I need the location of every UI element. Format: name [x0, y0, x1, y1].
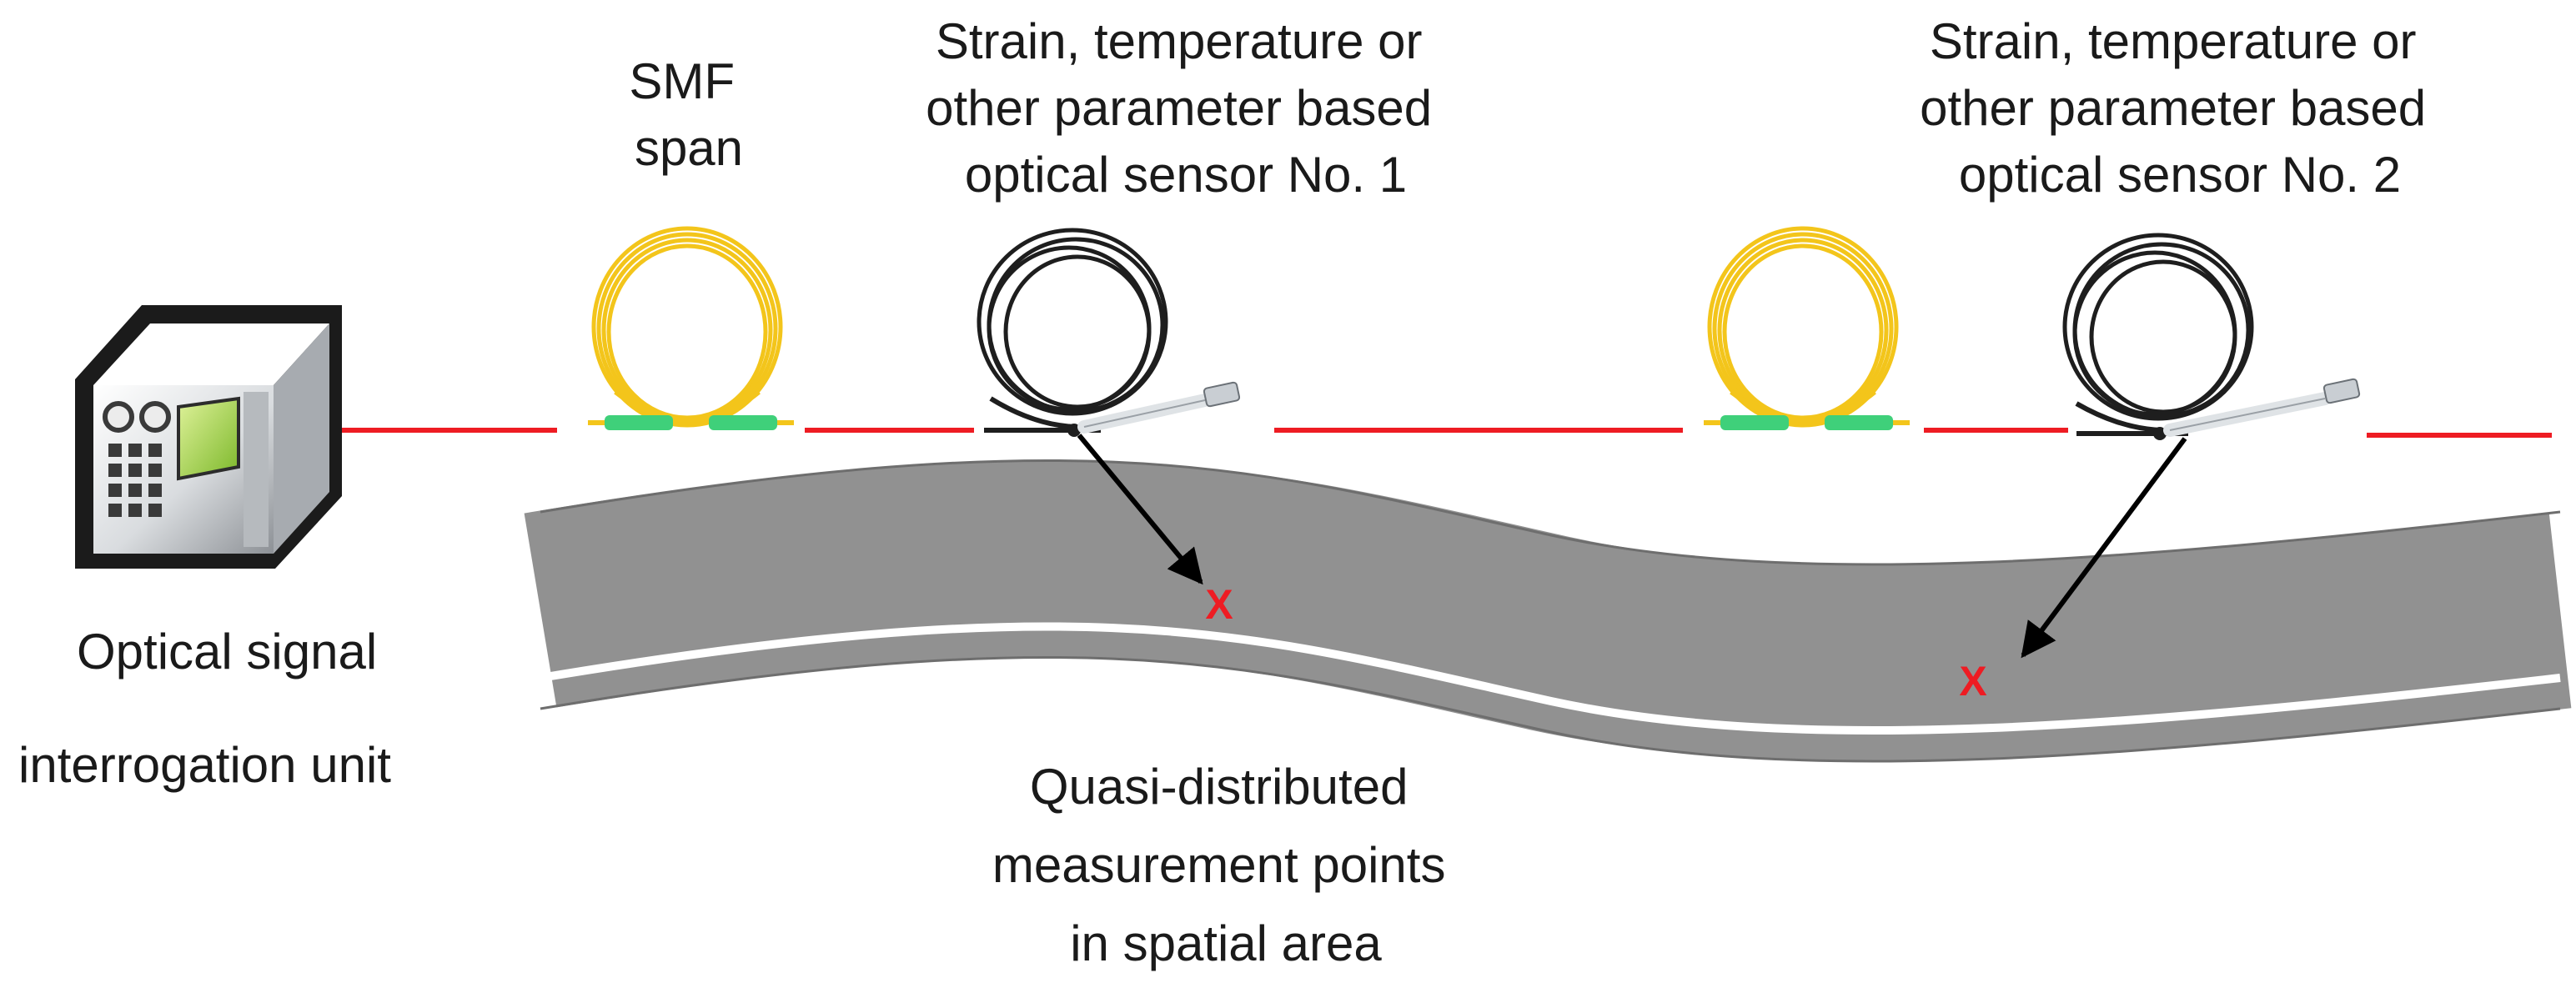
sensor-1-arrow: [1077, 434, 1203, 585]
sensor-coil-icon: [977, 228, 1241, 437]
smf-connector-icon: [709, 415, 777, 430]
sensor-coil-icon: [2062, 233, 2361, 440]
unit-label: Optical signal interrogation unit: [18, 624, 391, 793]
unit-label-line: interrogation unit: [18, 737, 391, 793]
unit-knob-left-icon: [103, 401, 134, 433]
smf-connector-icon: [1825, 415, 1893, 430]
sensor-1-label: Strain, temperature or other parameter b…: [926, 13, 1446, 203]
sensor-2-label-line: other parameter based: [1920, 80, 2426, 136]
measurement-points-label-line: measurement points: [992, 837, 1446, 893]
measurement-points-label-line: in spatial area: [1070, 915, 1382, 971]
smf-connector-icon: [605, 415, 673, 430]
sensor-1-label-line: optical sensor No. 1: [965, 147, 1407, 203]
fiber-link: [342, 428, 2552, 438]
smf-span-label-line: span: [635, 120, 743, 176]
sensor-2-label-line: Strain, temperature or: [1930, 13, 2417, 69]
structure-centre-line: [540, 622, 2561, 735]
structure-band-edge-top: [540, 459, 2561, 566]
measured-structure: [524, 459, 2572, 763]
smf-span-label: SMF span: [629, 53, 748, 176]
sensor-1-label-line: other parameter based: [926, 80, 1432, 136]
sensor-1-label-line: Strain, temperature or: [936, 13, 1423, 69]
smf-coil-icon: [1704, 226, 1910, 430]
unit-keypad-icon: [108, 444, 162, 517]
sensor-2-label-line: optical sensor No. 2: [1959, 147, 2401, 203]
measurement-points-label-line: Quasi-distributed: [1030, 759, 1409, 815]
interrogation-unit-icon: [75, 305, 342, 569]
smf-connector-icon: [1720, 415, 1789, 430]
sensor-2-label: Strain, temperature or other parameter b…: [1920, 13, 2440, 203]
measurement-point-1-marker: X: [1205, 581, 1233, 628]
sensor-2-arrow: [2021, 437, 2187, 659]
structure-band: [524, 460, 2572, 761]
unit-screen-icon: [177, 396, 240, 481]
smf-span-label-line: SMF: [629, 53, 735, 109]
unit-knob-right-icon: [139, 401, 171, 433]
measurement-points-label: Quasi-distributed measurement points in …: [992, 759, 1459, 971]
smf-coil-icon: [588, 226, 794, 430]
measurement-point-2-marker: X: [1959, 658, 1986, 705]
structure-band-edge-bottom: [540, 655, 2561, 763]
unit-label-line: Optical signal: [77, 624, 377, 680]
